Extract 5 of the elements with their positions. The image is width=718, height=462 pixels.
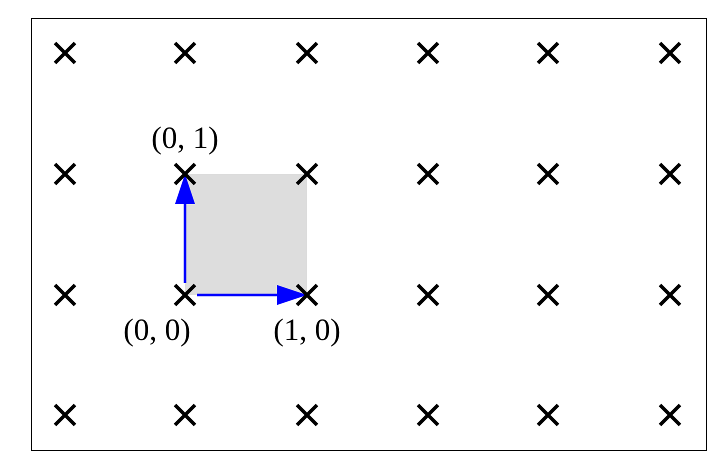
coordinate-label: (0, 1) bbox=[151, 120, 219, 156]
arrow bbox=[175, 174, 195, 283]
coordinate-label: (0, 0) bbox=[123, 312, 191, 348]
coordinate-label: (1, 0) bbox=[273, 312, 341, 348]
arrow bbox=[197, 285, 307, 305]
